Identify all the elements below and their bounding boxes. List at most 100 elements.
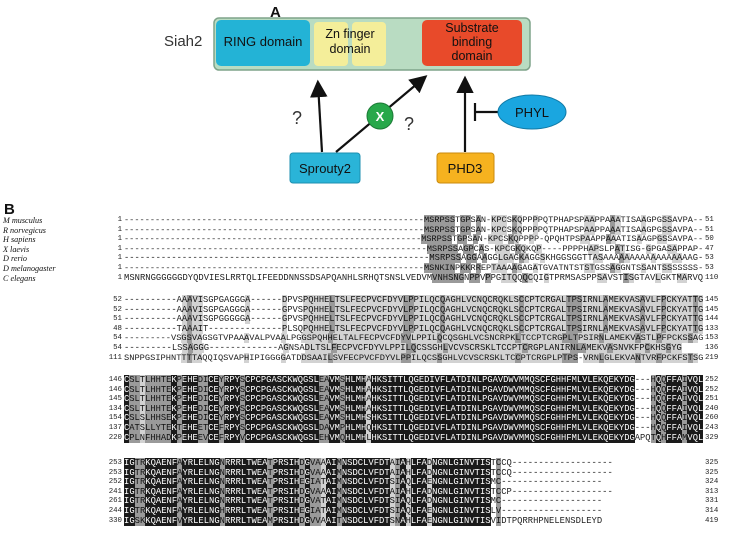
seq-start-position: 146 bbox=[108, 376, 122, 384]
seq-start-position: 52 bbox=[113, 305, 122, 314]
seq-end-position: 110 bbox=[705, 273, 719, 282]
seq-start-position: 1 bbox=[117, 216, 122, 224]
seq-end-position: 243 bbox=[705, 424, 719, 432]
seq-start-position: 52 bbox=[113, 296, 122, 304]
question-mark-right: ? bbox=[404, 114, 414, 134]
alignment-sequence-row: IGTRKQAENFAYRLELNGNRRRLTWEATPRSIHDGVATAI… bbox=[124, 496, 603, 507]
seq-end-position: 313 bbox=[705, 487, 719, 496]
alignment-sequence-row: ----------------------------------------… bbox=[124, 215, 704, 225]
seq-start-position: 330 bbox=[108, 516, 122, 525]
seq-end-position: 51 bbox=[705, 225, 714, 234]
seq-start-position: 253 bbox=[108, 459, 122, 467]
seq-end-position: 324 bbox=[705, 478, 719, 487]
seq-end-position: 47 bbox=[705, 244, 714, 253]
alignment-sequence-row: ----------------------------------------… bbox=[124, 234, 704, 245]
panel-b-label: B bbox=[4, 201, 15, 218]
alignment-sequence-row: ----------AAAVISGPGGGGGA------GPVSPQHHEL… bbox=[124, 314, 704, 325]
alignment-sequence-row: MSNRNGGGGGGDYQDVIESLRRTQLIFEEDDNNSSDSAPQ… bbox=[124, 272, 704, 283]
alignment-sequence-row: IGSKKQAENFVYRLELNGNRRRLTWEAMPRSIHDGVVAAI… bbox=[124, 515, 603, 526]
alignment-sequence-row: ----------------------------------------… bbox=[124, 243, 704, 254]
alignment-sequence-row: ---------VSGSVAGSGTVPAAAVALPVAALPGGSPQHH… bbox=[124, 333, 704, 344]
seq-end-position: 51 bbox=[705, 216, 714, 224]
panel-a-label: A bbox=[270, 4, 281, 21]
seq-end-position: 133 bbox=[705, 324, 719, 333]
seq-end-position: 219 bbox=[705, 353, 719, 362]
seq-start-position: 1 bbox=[117, 244, 122, 253]
seq-end-position: 53 bbox=[705, 264, 714, 272]
alignment-sequence-row: CPLNFHHADKPEHEEVCEFRPYVCPCPGASCKWQGSLEHV… bbox=[124, 432, 704, 443]
alignment-sequence-row: CSLTLHHTEKPEHEDICEYRPYSCPCPGASCKWQGSLEAV… bbox=[124, 375, 704, 385]
alignment-sequence-row: CSLTLHHTEKPEHEDICEYRPYSCPCPGASCKWQGSLEAV… bbox=[124, 394, 704, 405]
sprouty2-label: Sprouty2 bbox=[299, 161, 351, 176]
seq-end-position: 419 bbox=[705, 516, 719, 525]
seq-end-position: 331 bbox=[705, 497, 719, 506]
seq-start-position: 1 bbox=[117, 235, 122, 244]
alignment-sequence-row: ----------------------------------------… bbox=[124, 263, 704, 273]
seq-end-position: 53 bbox=[705, 254, 714, 263]
siah2-domain-diagram: Siah2 RING domain Zn finger domain Subst… bbox=[164, 17, 567, 184]
seq-start-position: 253 bbox=[108, 468, 122, 477]
seq-end-position: 252 bbox=[705, 385, 719, 394]
seq-start-position: 154 bbox=[108, 414, 122, 423]
seq-start-position: 54 bbox=[113, 334, 122, 343]
sprouty2-to-ring-arrow bbox=[309, 79, 328, 153]
seq-end-position: 153 bbox=[705, 334, 719, 343]
alignment-sequence-row: ----------TAAAIT--------------PLSQPQHHEL… bbox=[124, 323, 704, 334]
sbd-label-line2: binding bbox=[452, 35, 492, 49]
alignment-sequence-row: IGTRKQAENFAYRLELNGNRRRLTWEATPRSIHDGVAAAI… bbox=[124, 486, 613, 497]
zn-finger-domain-box-1 bbox=[314, 22, 348, 66]
seq-start-position: 261 bbox=[108, 497, 122, 506]
question-mark-left: ? bbox=[292, 108, 302, 128]
alignment-sequence-row: ----------AAAVISGPGAGGGA------GPVSPQHHEL… bbox=[124, 304, 704, 315]
alignment-sequence-row: ----------------------------------------… bbox=[124, 224, 704, 235]
seq-start-position: 54 bbox=[113, 344, 122, 352]
seq-start-position: 1 bbox=[117, 225, 122, 234]
ring-domain-box bbox=[216, 20, 310, 66]
seq-start-position: 145 bbox=[108, 395, 122, 404]
substrate-binding-domain-box bbox=[422, 20, 522, 66]
seq-start-position: 111 bbox=[108, 353, 122, 362]
seq-end-position: 136 bbox=[705, 344, 719, 352]
ring-domain-label: RING domain bbox=[224, 34, 303, 49]
alignment-sequence-row: IGTRKQAENFAYRLELNGHRRRLTWEATPRSIHEGIATAI… bbox=[124, 506, 603, 516]
alignment-sequence-row: CSLTLHHTEKPEHEDICEYRPYSCPCPGASCKWQGSLEAV… bbox=[124, 384, 704, 395]
seq-end-position: 251 bbox=[705, 395, 719, 404]
alignment-sequence-row: CATSLLYTEKTEHEETCEFRPYSCPCPGASCKWQGSLDAV… bbox=[124, 423, 704, 433]
seq-end-position: 50 bbox=[705, 235, 714, 244]
alignment-sequence-row: ---------LSSAGGG-------------AGNSADLTSLF… bbox=[124, 343, 682, 353]
seq-start-position: 137 bbox=[108, 424, 122, 432]
alignment-sequence-row: IGTRKQAENFAYRLELNGNRRRLTWEATPRSIHDGVAAAI… bbox=[124, 467, 613, 478]
species-name: R norvegicus bbox=[3, 225, 46, 235]
seq-end-position: 252 bbox=[705, 376, 719, 384]
sprouty2-box bbox=[289, 152, 361, 184]
species-name: C elegans bbox=[3, 273, 36, 283]
seq-start-position: 244 bbox=[108, 507, 122, 515]
unknown-factor-x-circle bbox=[366, 102, 394, 130]
sbd-label-line3: domain bbox=[452, 49, 493, 63]
alignment-sequence-row: CSLSLHHSEKPEHEDICEYRPYSCPCPGASCKWQGSLEAV… bbox=[124, 413, 704, 424]
seq-start-position: 241 bbox=[108, 487, 122, 496]
seq-start-position: 1 bbox=[117, 254, 122, 263]
alignment-sequence-row: ----------AAAVISGPGAGGGA------DPVSPQHHEL… bbox=[124, 295, 704, 305]
seq-end-position: 260 bbox=[705, 414, 719, 423]
phd3-box bbox=[436, 152, 495, 184]
seq-end-position: 329 bbox=[705, 433, 719, 442]
sbd-label-line1: Substrate bbox=[445, 21, 499, 35]
species-name: M musculus bbox=[3, 216, 43, 225]
seq-start-position: 1 bbox=[117, 264, 122, 272]
alignment-sequence-row: IGTRKQAENFAYRLELNGNRRRLTWEATPRSIHEGIATAI… bbox=[124, 477, 603, 488]
alignment-sequence-row: ----------------------------------------… bbox=[124, 253, 704, 264]
protein-name-siah2: Siah2 bbox=[164, 33, 202, 50]
seq-end-position: 145 bbox=[705, 296, 719, 304]
species-name: D melanogaster bbox=[3, 264, 56, 273]
zn-finger-domain-label-line2: domain bbox=[330, 42, 371, 56]
seq-start-position: 134 bbox=[108, 404, 122, 413]
phyl-label: PHYL bbox=[515, 105, 549, 120]
species-name: X laevis bbox=[3, 244, 30, 254]
seq-start-position: 220 bbox=[108, 433, 122, 442]
seq-start-position: 48 bbox=[113, 324, 122, 333]
seq-end-position: 325 bbox=[705, 468, 719, 477]
seq-start-position: 1 bbox=[117, 273, 122, 282]
seq-start-position: 146 bbox=[108, 385, 122, 394]
